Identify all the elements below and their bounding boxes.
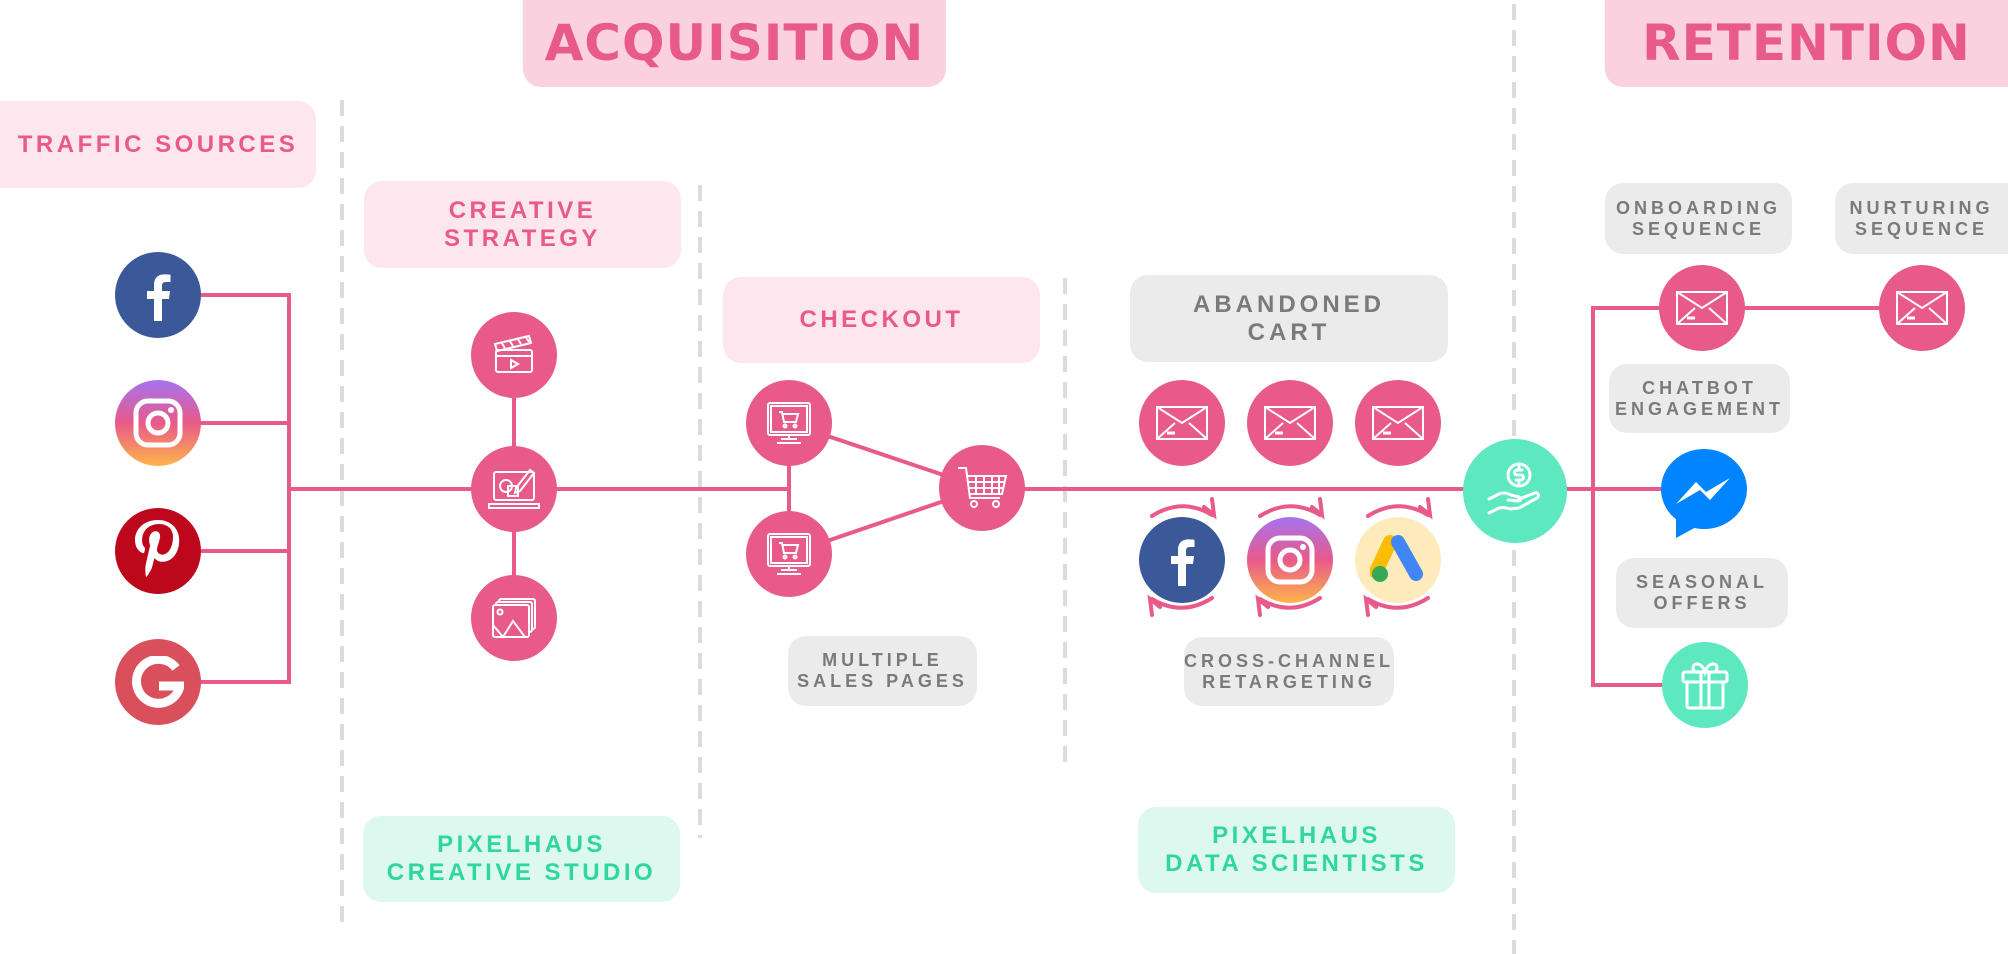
cycle-arrows-instagram [1255, 497, 1325, 617]
provider-data-scientists: PIXELHAUS DATA SCIENTISTS [1138, 807, 1455, 893]
abandoned-cart-email-3[interactable] [1355, 380, 1441, 466]
stage-acquisition-label: ACQUISITION [544, 13, 925, 72]
seasonal-offer-node[interactable] [1662, 642, 1748, 728]
email-icon [1264, 406, 1316, 440]
facebook-icon [1171, 539, 1195, 586]
provider-data-scientists-text: PIXELHAUS DATA SCIENTISTS [1165, 822, 1428, 877]
stage-retention-label: RETENTION [1642, 13, 1971, 72]
video-clapperboard-icon [493, 334, 533, 373]
label-chatbot-engagement-text: CHATBOT ENGAGEMENT [1614, 377, 1784, 419]
creative-design-node[interactable] [471, 446, 557, 532]
conversion-node[interactable] [1463, 439, 1567, 543]
instagram-icon [1265, 535, 1315, 585]
label-seasonal-offers-text: SEASONAL OFFERS [1635, 572, 1768, 613]
label-seasonal-offers: SEASONAL OFFERS [1616, 558, 1788, 628]
creative-image-node[interactable] [471, 575, 557, 661]
messenger-node[interactable] [1660, 448, 1748, 538]
sales-page-monitor-icon [767, 533, 811, 575]
cycle-arrows-google-ads [1363, 497, 1433, 617]
stage-retention: RETENTION [1605, 0, 2008, 87]
traffic-source-pinterest[interactable] [115, 508, 201, 594]
image-gallery-icon [492, 598, 536, 639]
email-icon [1676, 291, 1728, 325]
nurturing-email-node[interactable] [1879, 265, 1965, 351]
abandoned-cart-email-2[interactable] [1247, 380, 1333, 466]
label-multiple-sales-pages-text: MULTIPLE SALES PAGES [797, 650, 968, 691]
laptop-design-icon [488, 468, 540, 509]
provider-creative-studio-text: PIXELHAUS CREATIVE STUDIO [386, 831, 657, 886]
section-checkout-label: CHECKOUT [799, 306, 964, 334]
label-multiple-sales-pages: MULTIPLE SALES PAGES [788, 636, 977, 706]
email-icon [1896, 291, 1948, 325]
label-nurturing-sequence-text: NURTURING SEQUENCE [1849, 197, 1994, 239]
cart-node[interactable] [939, 445, 1025, 531]
abandoned-cart-email-1[interactable] [1139, 380, 1225, 466]
label-cross-channel-retargeting: CROSS-CHANNEL RETARGETING [1184, 637, 1394, 706]
stage-acquisition: ACQUISITION [523, 0, 946, 87]
label-onboarding-sequence-text: ONBOARDING SEQUENCE [1616, 197, 1781, 239]
cycle-arrows-facebook [1147, 497, 1217, 617]
onboarding-email-node[interactable] [1659, 265, 1745, 351]
label-chatbot-engagement: CHATBOT ENGAGEMENT [1609, 364, 1790, 433]
sales-page-node-1[interactable] [746, 380, 832, 466]
retention-bracket [1591, 306, 1705, 687]
sales-page-monitor-icon [767, 402, 811, 444]
label-cross-channel-retargeting-text: CROSS-CHANNEL RETARGETING [1184, 650, 1395, 692]
section-creative-strategy: CREATIVE STRATEGY [364, 181, 681, 268]
instagram-icon [133, 398, 183, 448]
traffic-source-facebook[interactable] [115, 252, 201, 338]
google-ads-icon [1370, 535, 1423, 582]
label-nurturing-sequence: NURTURING SEQUENCE [1835, 183, 2008, 254]
email-icon [1372, 406, 1424, 440]
section-creative-strategy-label: CREATIVE STRATEGY [444, 196, 601, 252]
retargeting-google-ads[interactable] [1355, 517, 1441, 603]
section-abandoned-cart-label: ABANDONED CART [1193, 290, 1385, 346]
email-icon [1156, 406, 1208, 440]
facebook-icon [147, 274, 171, 321]
gift-icon [1681, 662, 1729, 710]
label-onboarding-sequence: ONBOARDING SEQUENCE [1605, 183, 1792, 254]
traffic-bracket [200, 293, 291, 684]
section-traffic-sources-label: TRAFFIC SOURCES [17, 130, 299, 158]
section-traffic-sources: TRAFFIC SOURCES [0, 101, 316, 188]
messenger-icon [1661, 449, 1747, 538]
sales-page-node-2[interactable] [746, 511, 832, 597]
money-hand-icon [1487, 462, 1540, 515]
traffic-source-google[interactable] [115, 639, 201, 725]
section-checkout: CHECKOUT [723, 277, 1040, 363]
section-abandoned-cart: ABANDONED CART [1130, 275, 1448, 362]
retargeting-cycle-arrows [1147, 497, 1433, 617]
google-icon [132, 656, 184, 708]
creative-video-node[interactable] [471, 312, 557, 398]
provider-creative-studio: PIXELHAUS CREATIVE STUDIO [363, 816, 680, 902]
pinterest-icon [135, 520, 180, 577]
traffic-source-instagram[interactable] [115, 380, 201, 466]
retargeting-facebook[interactable] [1139, 517, 1225, 603]
shopping-cart-icon [958, 467, 1008, 508]
retargeting-instagram[interactable] [1247, 517, 1333, 603]
